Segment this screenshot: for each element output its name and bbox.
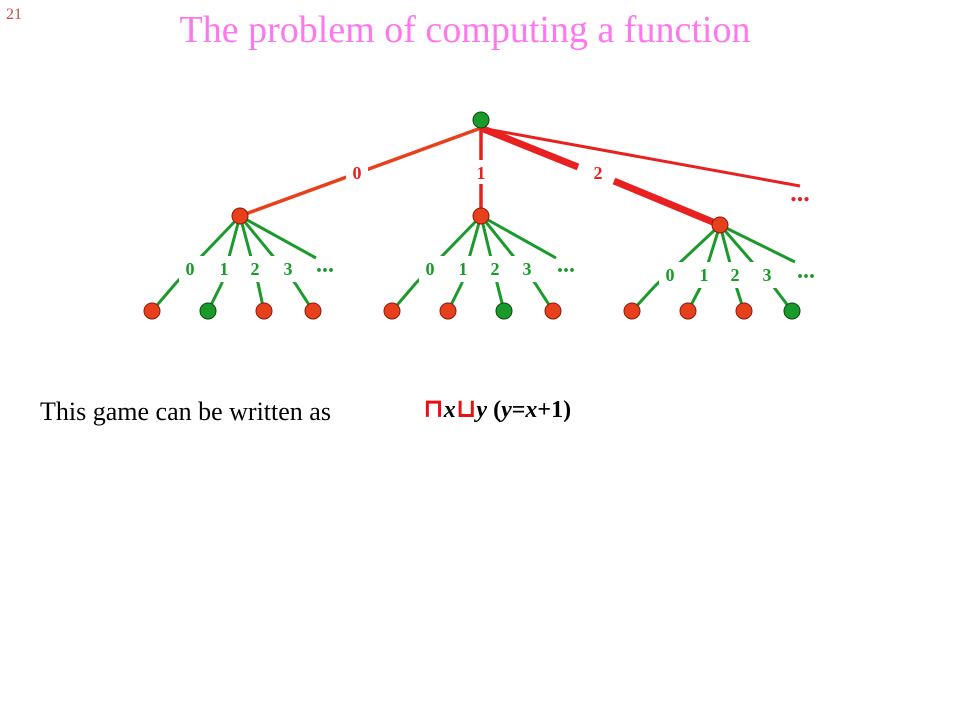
edge-label-2: 2 — [251, 259, 260, 279]
formula-var-x: x — [443, 397, 456, 423]
node-red — [231, 207, 249, 225]
node-red — [472, 207, 490, 225]
edge-label-2: 2 — [491, 259, 500, 279]
edge-label-3: 3 — [763, 265, 772, 285]
leaf-node-green — [783, 302, 801, 320]
choice-conjunction-icon: ⊓ — [423, 394, 444, 424]
edge-label-3: 3 — [284, 259, 293, 279]
root-edge-more — [480, 126, 801, 188]
edge-label-3: 3 — [523, 259, 532, 279]
root-edge-2-thick-part-1 — [479, 124, 580, 171]
formula-var-y: y — [476, 397, 488, 423]
edge-label-0: 0 — [666, 265, 675, 285]
leaf-node-red — [383, 302, 401, 320]
leaf-node-red — [623, 302, 641, 320]
leaf-node-red — [143, 302, 161, 320]
edge-label-1: 1 — [459, 259, 468, 279]
formula-x: x — [525, 397, 538, 423]
slide-number: 21 — [6, 6, 22, 23]
edge-label-0: 0 — [426, 259, 435, 279]
leaf-node-red — [304, 302, 322, 320]
edge-label-1: 1 — [700, 265, 709, 285]
leaf-node-green — [199, 302, 217, 320]
root-edge-label-1: 1 — [477, 163, 486, 183]
root-ellipsis: ... — [790, 178, 810, 207]
subtree-ellipsis: ... — [797, 258, 815, 284]
formula-open: ( — [487, 397, 502, 423]
edge-label-1: 1 — [220, 259, 229, 279]
root-edge-label-2: 2 — [594, 163, 603, 183]
subtree-1: 0 1 2 3 ... — [383, 207, 575, 320]
root-edge-2-thick-part-2 — [612, 177, 722, 229]
subtree-ellipsis: ... — [557, 252, 575, 278]
root-edge-label-0: 0 — [353, 163, 362, 183]
subtree-2: 0 1 2 3 ... — [623, 216, 815, 320]
subtree-0: 0 1 2 3 ... — [143, 207, 334, 320]
leaf-node-red — [544, 302, 562, 320]
slide-title: The problem of computing a function — [179, 9, 751, 51]
choice-disjunction-icon: ⊔ — [455, 394, 477, 424]
leaf-node-green — [495, 302, 513, 320]
leaf-node-red — [679, 302, 697, 320]
node-red — [711, 216, 729, 234]
formula-tail: +1) — [537, 397, 572, 423]
leaf-node-red — [735, 302, 753, 320]
edge-label-0: 0 — [186, 259, 195, 279]
edge-label-2: 2 — [731, 265, 740, 285]
formula-y: y — [501, 397, 512, 423]
subtree-ellipsis: ... — [316, 252, 334, 278]
root-node-green — [472, 111, 490, 129]
leaf-node-red — [439, 302, 457, 320]
formula: ⊓x⊔y (y=x+1) — [423, 394, 571, 424]
leaf-node-red — [255, 302, 273, 320]
formula-eq: = — [511, 397, 526, 423]
caption-text: This game can be written as — [40, 397, 331, 426]
